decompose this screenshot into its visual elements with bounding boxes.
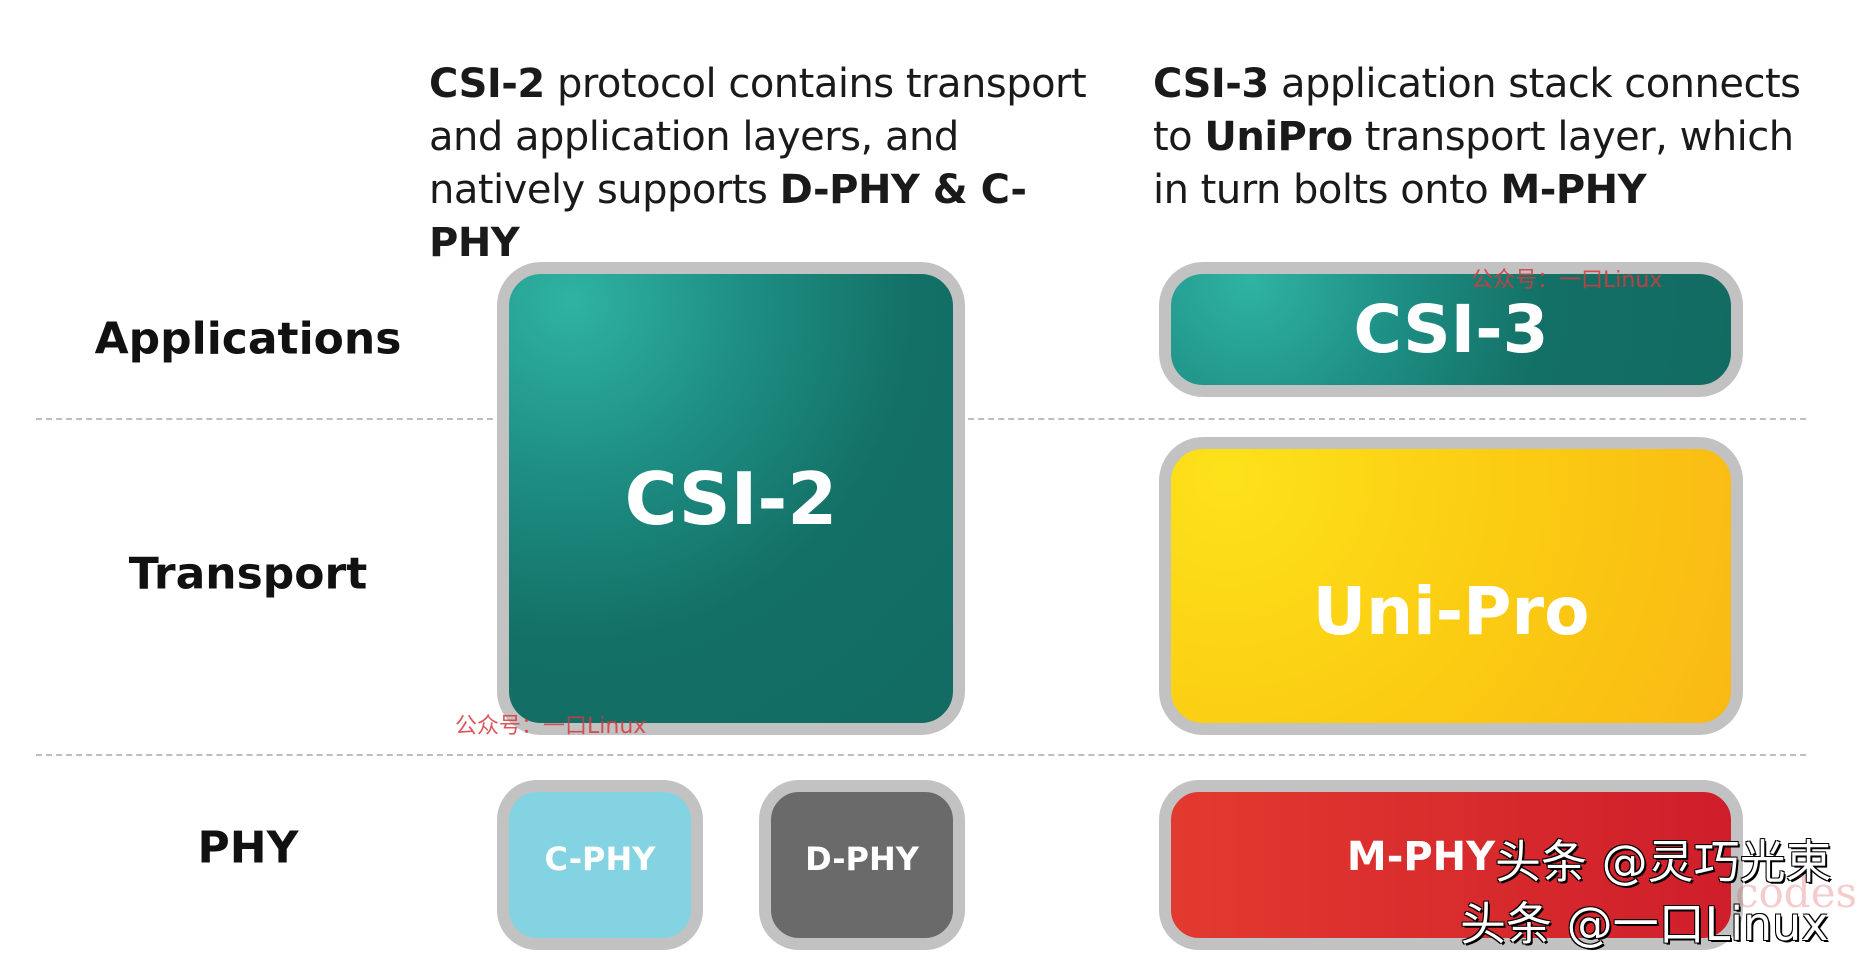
csi3-term: CSI-3 xyxy=(1153,61,1269,107)
csi3-label: CSI-3 xyxy=(1353,291,1549,368)
layer-label-applications: Applications xyxy=(94,313,402,365)
desc-text: protocol contains transport and applicat… xyxy=(429,61,1087,213)
csi2-term: CSI-2 xyxy=(429,61,545,107)
layer-label-phy: PHY xyxy=(197,822,299,874)
csi2-label: CSI-2 xyxy=(624,456,838,541)
unipro-block: Uni-Pro xyxy=(1159,437,1743,735)
desc-text: transport layer, which in turn bolts ont… xyxy=(1153,114,1794,213)
desc-text: application stack connects to xyxy=(1153,61,1801,160)
csi2-description: CSI-2 protocol contains transport and ap… xyxy=(429,58,1089,270)
csi3-block: CSI-3 xyxy=(1159,262,1743,397)
watermark-wechat: 公众号：一口Linux xyxy=(1471,268,1663,293)
csi3-description: CSI-3 application stack connects to UniP… xyxy=(1153,58,1803,217)
phy-terms: D-PHY & C-PHY xyxy=(429,167,1027,266)
unipro-label: Uni-Pro xyxy=(1312,572,1590,650)
unipro-term: UniPro xyxy=(1204,114,1353,160)
layer-label-transport: Transport xyxy=(128,548,368,600)
watermark-toutiao: 头条 @灵巧光束 xyxy=(1495,835,1832,889)
layer-divider xyxy=(36,754,1806,756)
mphy-term: M-PHY xyxy=(1500,167,1647,213)
cphy-label: C-PHY xyxy=(544,840,656,878)
dphy-block: D-PHY xyxy=(759,780,965,950)
dphy-label: D-PHY xyxy=(805,840,919,878)
watermark-codes: codes xyxy=(1735,868,1858,917)
csi2-block: CSI-2 xyxy=(497,262,965,735)
cphy-block: C-PHY xyxy=(497,780,703,950)
watermark-wechat: 公众号：一口Linux xyxy=(455,714,647,739)
mphy-label: M-PHY xyxy=(1346,834,1496,880)
